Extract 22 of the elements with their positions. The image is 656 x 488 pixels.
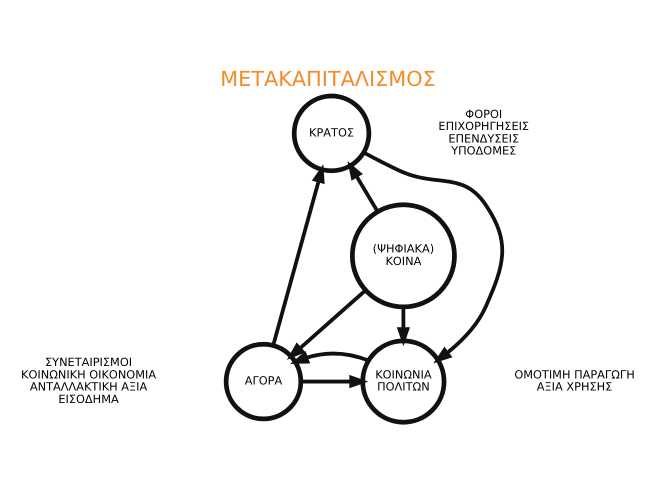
arrow xyxy=(290,350,370,364)
arrow xyxy=(300,374,368,388)
node-label: ΣΥΝΕΤΑΙΡΙΣΜΟΙ xyxy=(45,355,132,370)
node-label: ΕΠΙΧΟΡΗΓΗΣΕΙΣ xyxy=(438,119,530,134)
arrow xyxy=(286,288,367,360)
node-label: ΕΙΣΟΔΗΜΑ xyxy=(58,392,119,406)
node-label: ΟΜΟΤΙΜΗ ΠΑΡΑΓΩΓΗ xyxy=(514,367,635,382)
arrow xyxy=(362,150,504,364)
node-label: ΦΟΡΟΙ xyxy=(465,106,502,121)
node-label: ΚΟΙΝΩΝΙΚΗ ΟΙΚΟΝΟΜΙΑ xyxy=(21,367,156,382)
arrow xyxy=(271,164,325,346)
node-circle: ΚΡΑΤΟΣ xyxy=(292,94,372,174)
arrow xyxy=(396,307,410,346)
node-circle: ΑΓΟΡΑ xyxy=(224,342,304,422)
node-label: ΥΠΟΔΟΜΕΣ xyxy=(451,144,516,158)
diagram-title: ΜΕΤΑΚΑΠΙΤΑΛΙΣΜΟΣ xyxy=(220,67,436,92)
node-circle: ΚΟΙΝΩΝΙΑ ΠΟΛΙΤΩΝ xyxy=(360,338,446,425)
node-label: ΑΞΙΑ ΧΡΗΣΗΣ xyxy=(536,380,612,394)
node-label: ΑΝΤΑΛΛΑΚΤΙΚΗ ΑΞΙΑ xyxy=(30,380,148,394)
arrow xyxy=(348,161,380,213)
node-circle: (ΨΗΦΙΑΚΑ) ΚΟΙΝΑ xyxy=(350,202,457,310)
node-label: ΕΠΕΝΔΥΣΕΙΣ xyxy=(448,131,520,146)
